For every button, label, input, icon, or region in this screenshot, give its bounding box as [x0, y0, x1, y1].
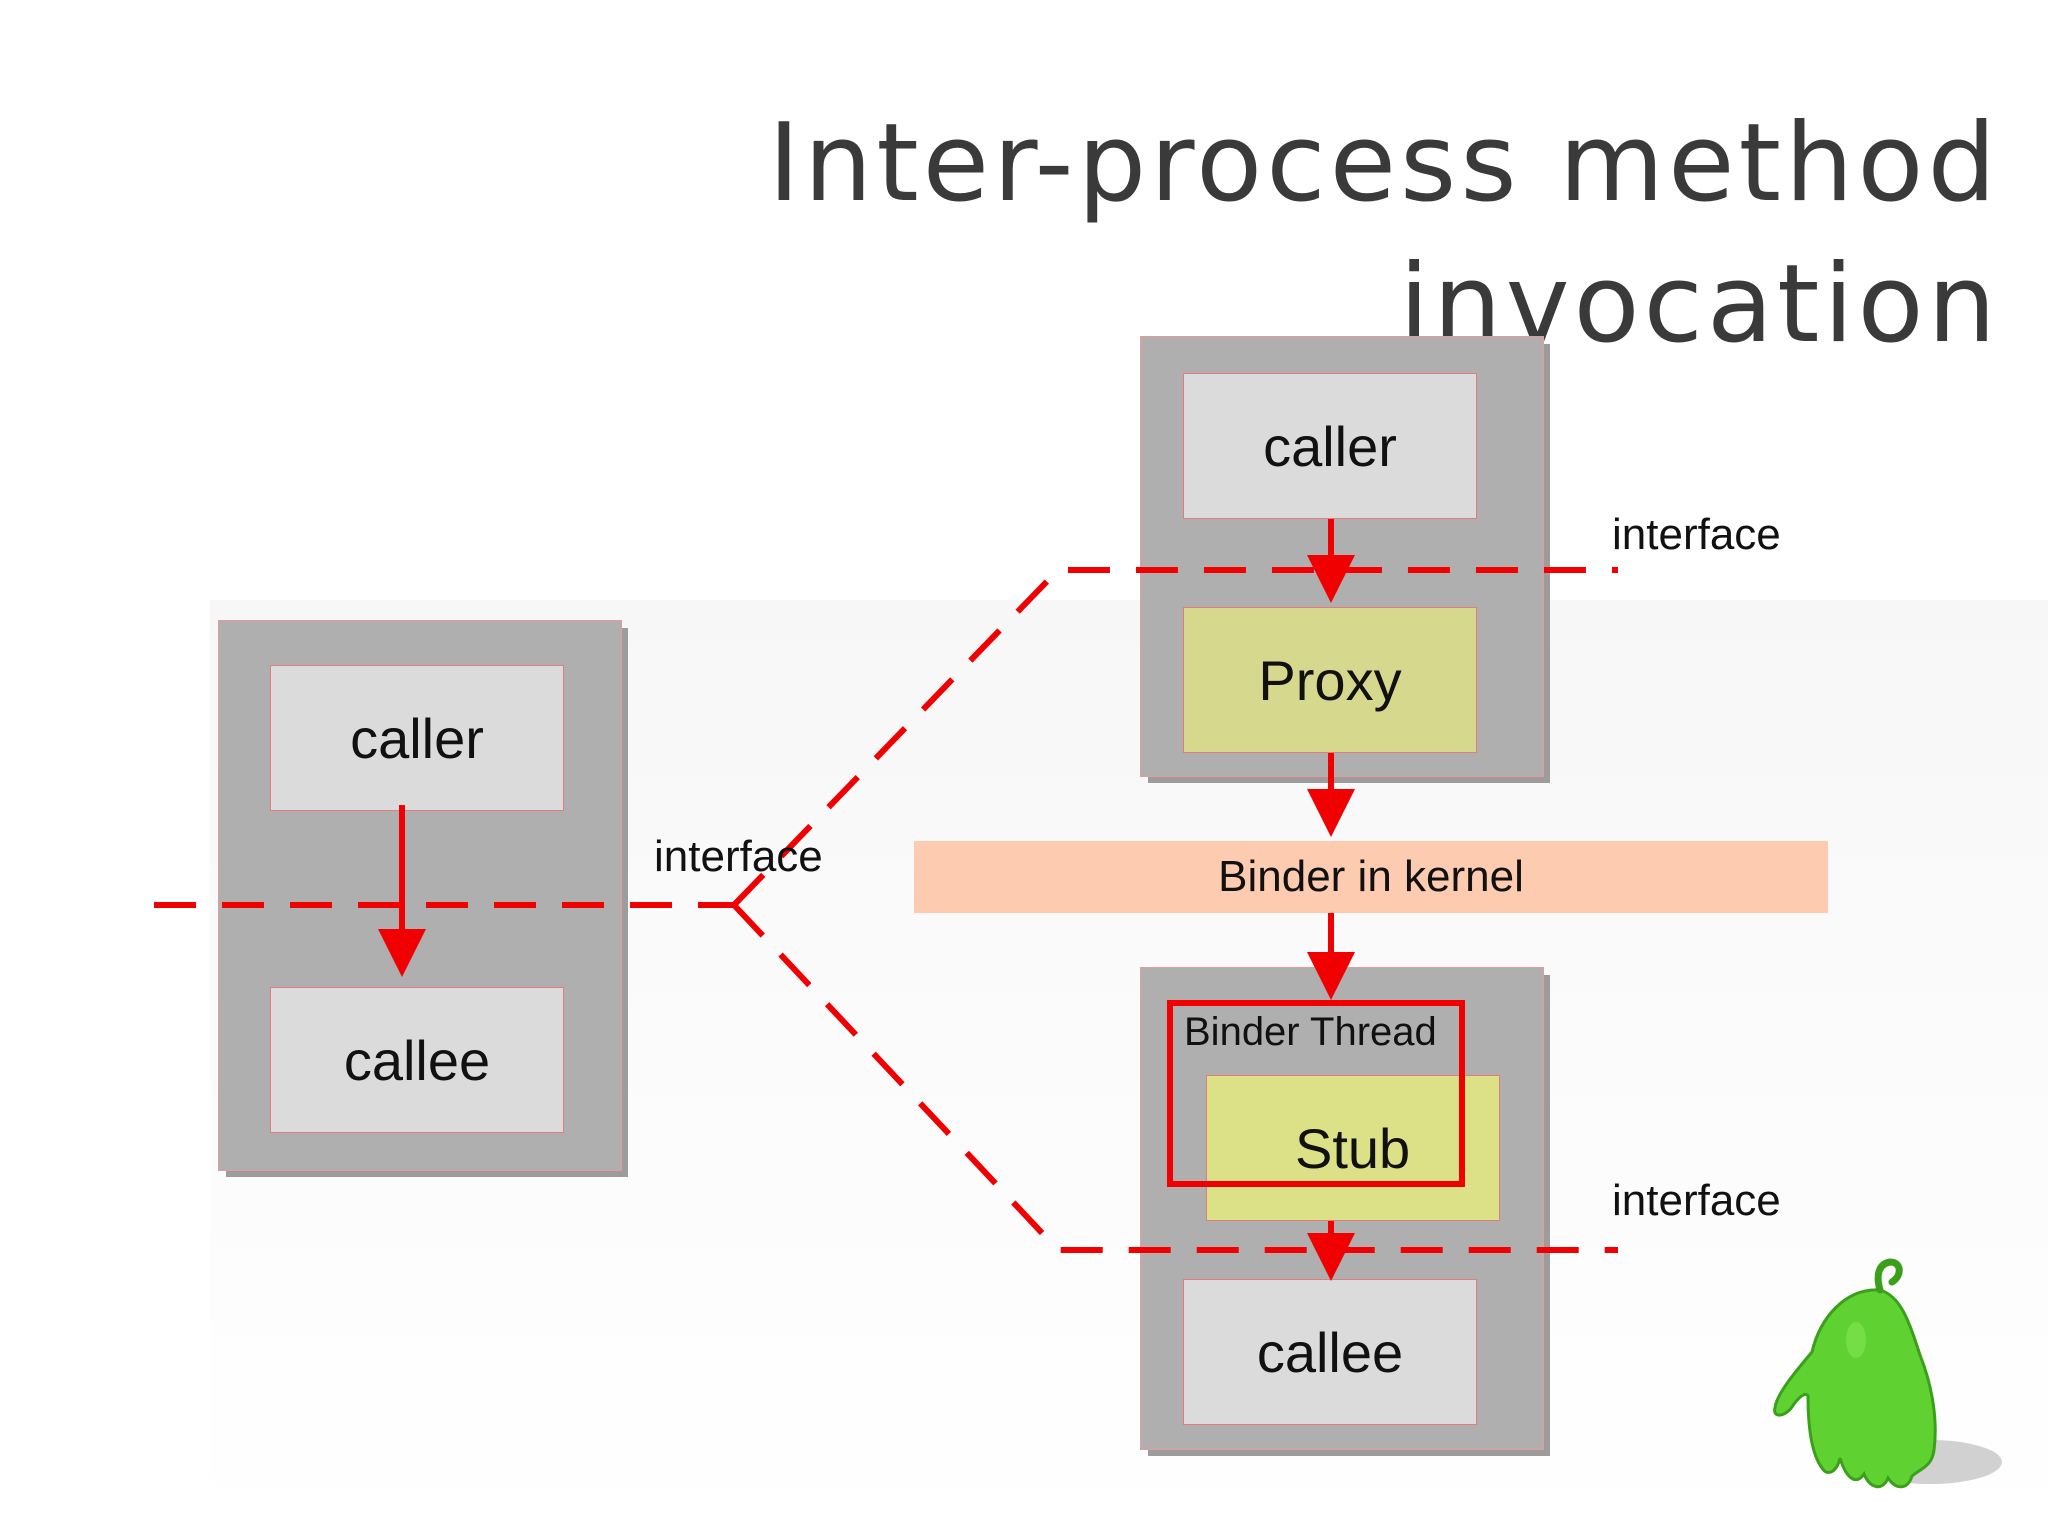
- proxy-box: Proxy: [1183, 607, 1477, 753]
- stub-label: Stub: [1295, 1116, 1411, 1180]
- bottom-interface-label: interface: [1612, 1176, 1781, 1225]
- top-interface-line: [731, 567, 1618, 908]
- left-caller-box: caller: [270, 665, 564, 811]
- top-interface-label: interface: [1612, 510, 1781, 559]
- left-interface-label: interface: [654, 832, 823, 881]
- right-callee-box: callee: [1183, 1279, 1477, 1425]
- right-caller-box: caller: [1183, 373, 1477, 519]
- page-title: Inter-process method invocation: [768, 101, 2000, 367]
- binder-thread-label: Binder Thread: [1184, 1010, 1437, 1054]
- bottom-interface-line: [731, 902, 1618, 1253]
- stub-box: Stub: [1206, 1075, 1500, 1221]
- binder-kernel-bar: Binder in kernel: [914, 841, 1828, 913]
- left-callee-box: callee: [270, 987, 564, 1133]
- binder-thread-box: [1167, 1000, 1465, 1187]
